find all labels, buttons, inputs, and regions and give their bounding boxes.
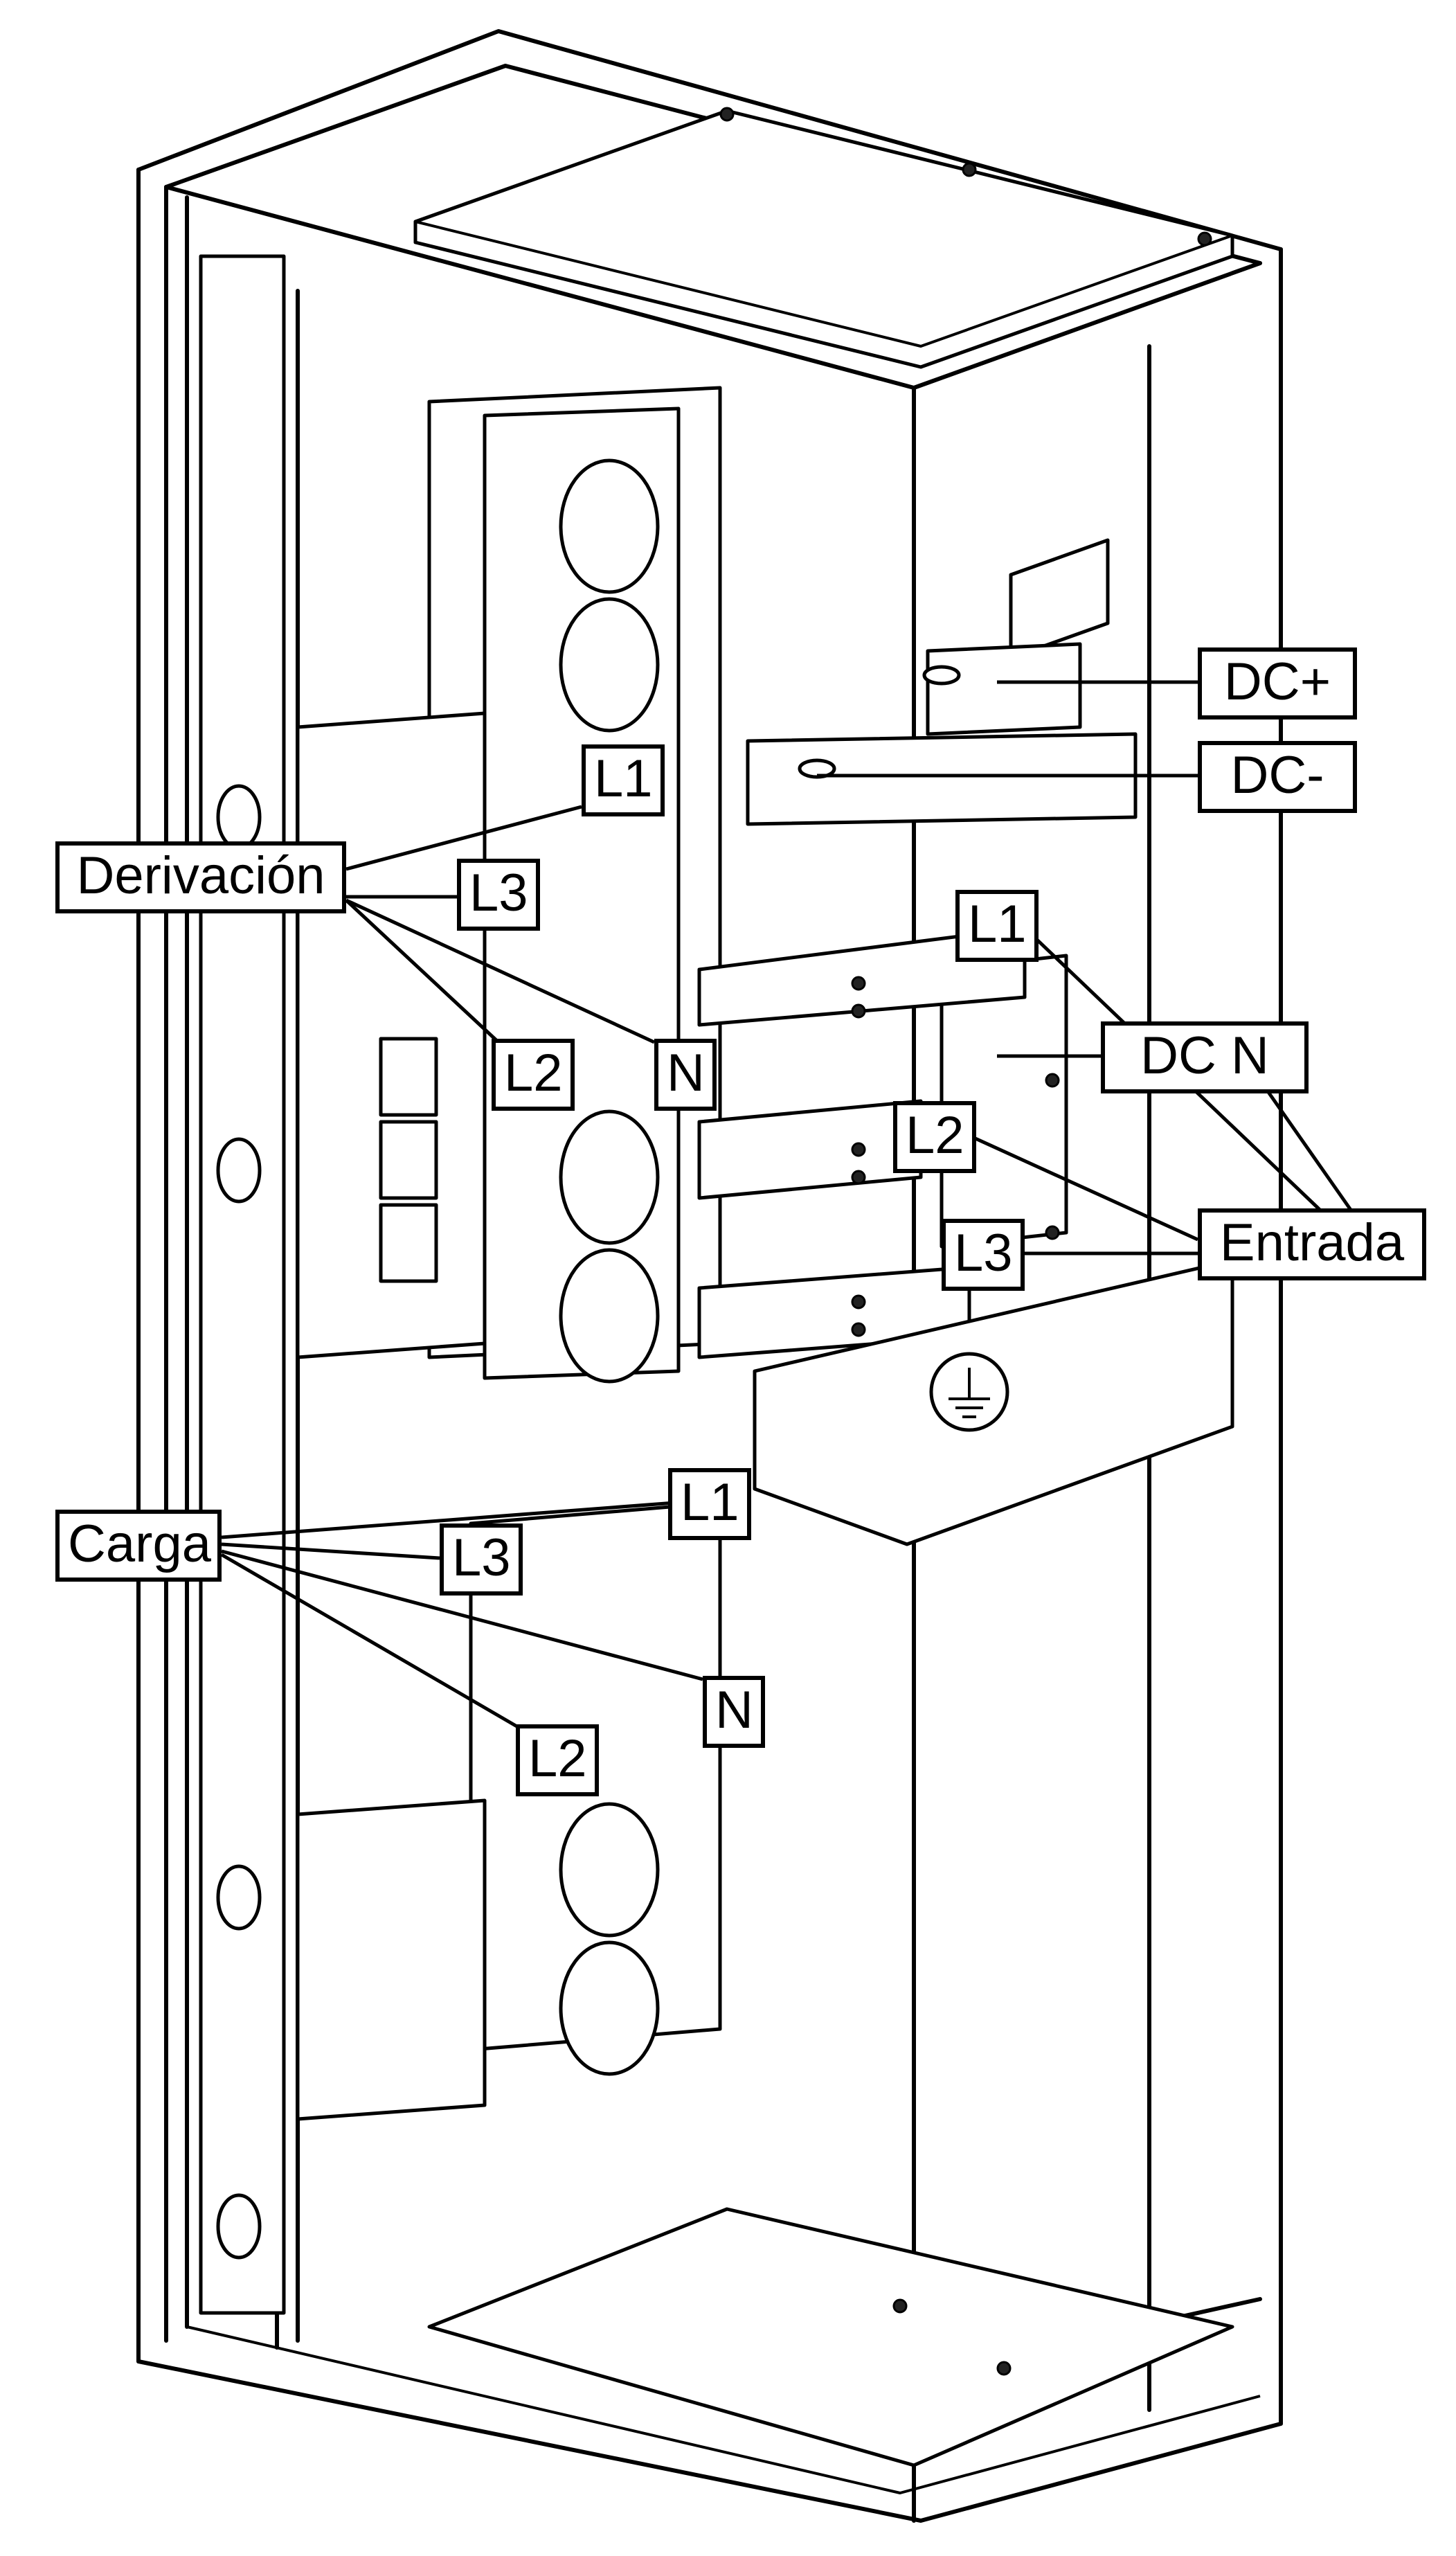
entrada-label: Entrada	[1198, 1208, 1426, 1280]
side-column	[199, 254, 286, 2315]
derivacion-label: Derivación	[55, 841, 346, 913]
upper-bracket-assembly	[296, 386, 722, 1384]
derivacion-n-label: N	[654, 1039, 717, 1111]
ground-bracket	[753, 1258, 1234, 1546]
carga-label: Carga	[55, 1510, 222, 1582]
dc-plus-label: DC+	[1198, 647, 1357, 720]
entrada-l2-label: L2	[893, 1101, 976, 1173]
dc-busbars	[746, 538, 1138, 1249]
input-busbars	[697, 926, 1027, 1359]
derivacion-l2-label: L2	[492, 1039, 575, 1111]
derivacion-l1-label: L1	[582, 744, 665, 816]
bolts	[719, 107, 1212, 2376]
leader-lines	[220, 680, 1359, 1730]
carga-l1-label: L1	[668, 1468, 751, 1540]
entrada-l3-label: L3	[942, 1219, 1025, 1291]
carga-l3-label: L3	[440, 1523, 523, 1596]
dc-minus-label: DC-	[1198, 741, 1357, 813]
carga-n-label: N	[703, 1676, 765, 1748]
bottom-floor-plate	[427, 2207, 1234, 2467]
derivacion-l3-label: L3	[457, 859, 540, 931]
carga-l2-label: L2	[516, 1724, 599, 1796]
dc-n-label: DC N	[1101, 1021, 1309, 1093]
entrada-l1-label: L1	[955, 890, 1039, 962]
